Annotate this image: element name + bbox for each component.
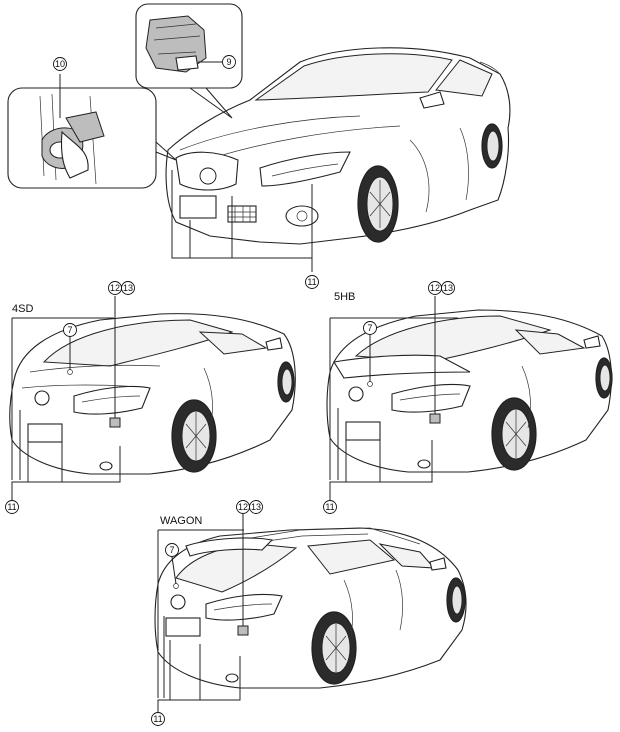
front-callout-11-label: 11 (307, 277, 316, 287)
hatchback-taillight (391, 383, 471, 413)
front-license-plate (179, 195, 217, 219)
front-fog-lamp (285, 205, 319, 227)
hatchback-variant-label: 5HB (334, 291, 355, 303)
hatchback-callout-13-label: 13 (443, 283, 453, 293)
sedan-rear-window (42, 319, 234, 367)
sedan-callout-11-label: 11 (7, 502, 16, 512)
hatchback-callout-11-label: 11 (325, 502, 334, 512)
front-emblem-icon (199, 167, 217, 185)
wagon-rear-view: WAGON 12 13 7 11 (151, 500, 467, 726)
wagon-emblem-icon (170, 594, 186, 610)
wagon-rear-window (175, 543, 298, 593)
wagon-callout-13-label: 13 (251, 502, 261, 512)
front-side-window (435, 59, 493, 97)
wagon-variant-label: WAGON (160, 515, 202, 527)
callout-10-label: 10 (55, 59, 65, 69)
wagon-callout-12-label: 12 (238, 502, 248, 512)
callout-9-circle (222, 55, 236, 69)
sedan-callout-7-label: 7 (67, 325, 72, 335)
sedan-license-plate (27, 423, 63, 443)
front-car-view: 11 (165, 47, 511, 289)
wagon-exhaust (225, 673, 239, 683)
hatchback-rear-window (354, 315, 552, 363)
sedan-taillight (73, 385, 151, 415)
hatchback-exhaust (417, 459, 431, 469)
hatchback-spoiler (333, 354, 471, 379)
callout-9-label: 9 (226, 57, 231, 67)
hatchback-rear-view: 5HB 12 13 7 11 (323, 281, 613, 514)
callout-10-circle (53, 57, 67, 71)
hatchback-emblem-icon (348, 386, 364, 402)
hatchback-connector-12-13 (429, 413, 441, 424)
sedan-callout-13-label: 13 (123, 283, 133, 293)
hatchback-callout-7-label: 7 (367, 323, 372, 333)
engine-detail-inset: 9 (135, 3, 243, 119)
front-callout-11-leader (171, 170, 313, 272)
wagon-callout-7-label: 7 (169, 545, 174, 555)
sedan-connector-12-13 (109, 417, 121, 428)
hatchback-callout-11-leader (329, 317, 458, 500)
wagon-taillight (205, 593, 283, 621)
wagon-callout-11-label: 11 (153, 714, 162, 724)
sedan-variant-label: 4SD (12, 303, 33, 315)
wagon-connector-12-13 (237, 625, 249, 636)
hatchback-callout-12-label: 12 (430, 283, 440, 293)
horn-detail-inset: 10 (7, 57, 177, 189)
front-windshield (254, 53, 453, 101)
sedan-rear-view: 4SD 12 13 7 (5, 281, 296, 514)
wagon-license-plate (165, 617, 201, 637)
sedan-exhaust (99, 461, 113, 471)
sedan-emblem-icon (34, 390, 50, 406)
hatchback-license-plate (345, 421, 381, 441)
wagon-spoiler (185, 537, 274, 557)
sedan-callout-11-leader (11, 317, 121, 500)
wagon-callout-11-leader (157, 529, 244, 712)
front-callout-11-circle (305, 275, 319, 289)
sedan-callout-12-label: 12 (110, 283, 120, 293)
